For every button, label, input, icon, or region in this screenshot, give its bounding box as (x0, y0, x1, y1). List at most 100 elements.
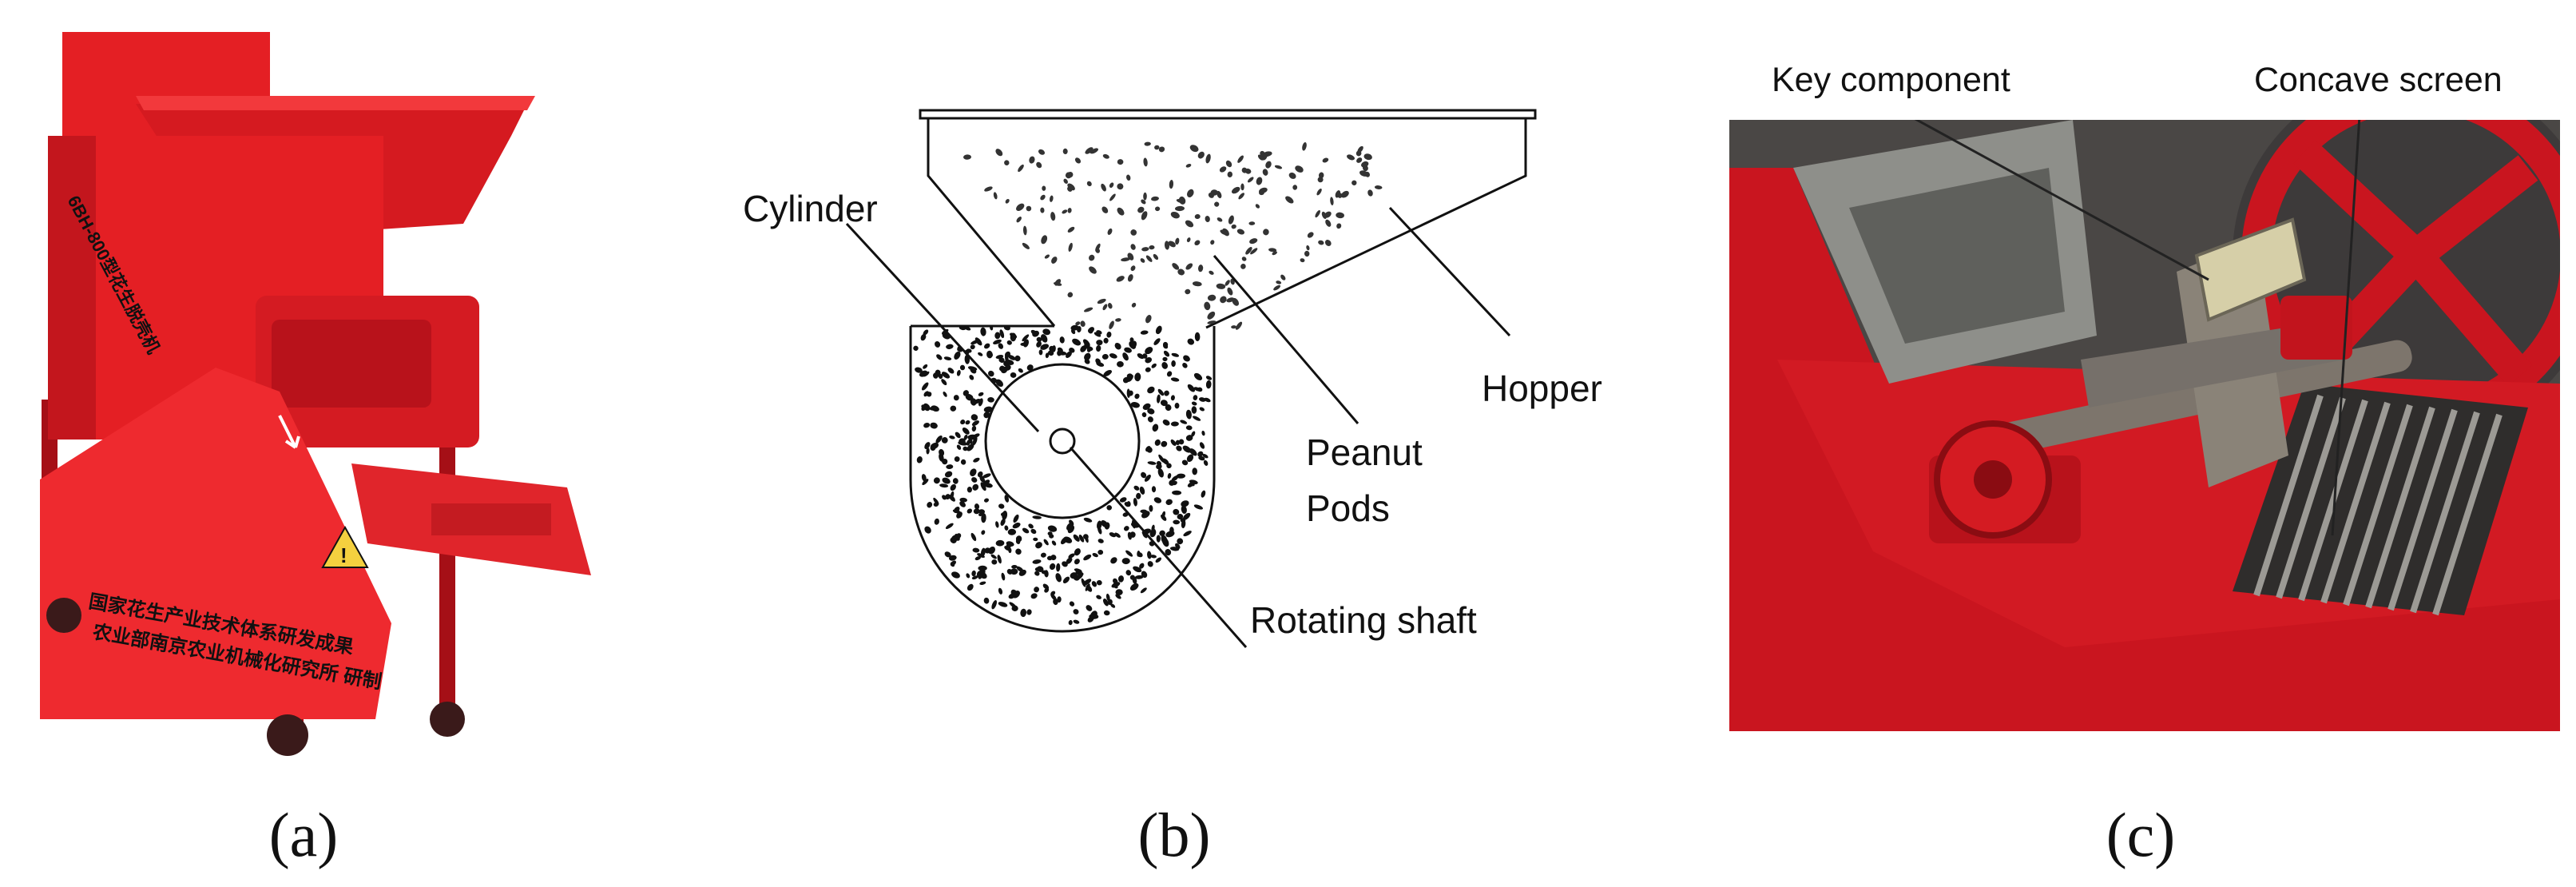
peanut-pod (988, 370, 994, 377)
machine-belt-guard (40, 368, 391, 719)
peanut-pod (999, 329, 1005, 339)
peanut-pod (960, 420, 966, 425)
peanut-pod (1256, 177, 1263, 185)
peanut-pod (963, 434, 968, 440)
peanut-pod (1175, 440, 1181, 445)
peanut-pod (1116, 276, 1125, 282)
peanut-pod (913, 345, 919, 352)
peanut-pod (1189, 448, 1194, 454)
peanut-pod (982, 473, 991, 479)
peanut-pod (1245, 247, 1252, 255)
leader-concave-screen (2331, 103, 2362, 536)
peanut-pod (1165, 499, 1173, 505)
peanut-pod (1067, 292, 1074, 298)
peanut-pod (1150, 555, 1157, 559)
peanut-pod (1182, 362, 1188, 368)
peanut-pod (1189, 482, 1195, 487)
peanut-pod (1171, 352, 1180, 357)
peanut-pod (1070, 324, 1079, 331)
peanut-pod (1145, 347, 1153, 355)
peanut-pod (1140, 587, 1147, 594)
peanut-pod (1089, 266, 1097, 274)
peanut-pod (1149, 528, 1157, 538)
peanut-pod (1255, 204, 1260, 209)
peanut-pod (1145, 357, 1153, 364)
peanut-pod (1062, 148, 1068, 154)
peanut-pod (1249, 238, 1258, 245)
peanut-pod (1103, 370, 1112, 376)
peanut-pod (1199, 407, 1205, 412)
peanut-pod (1280, 274, 1286, 280)
peanut-pod (1367, 189, 1373, 197)
peanut-pod (966, 444, 974, 451)
trough-outline (909, 324, 1216, 633)
peanut-pod (1154, 439, 1161, 446)
peanut-pod (1225, 160, 1232, 168)
peanut-pod (1072, 338, 1082, 346)
peanut-pod (1016, 566, 1024, 572)
peanut-pod (1181, 519, 1186, 529)
peanut-pod (1205, 216, 1210, 222)
peanut-pod (1067, 183, 1075, 191)
peanut-pod (1122, 376, 1129, 384)
peanut-pod (1300, 258, 1305, 263)
peanut-pod (1274, 165, 1283, 169)
peanut-pod (1096, 595, 1101, 599)
peanut-pod (1168, 241, 1176, 248)
peanut-pod (1029, 156, 1035, 164)
peanut-pod (963, 154, 971, 160)
peanut-pod (1073, 534, 1080, 542)
peanut-pod (981, 513, 986, 523)
peanut-pod (1181, 500, 1189, 507)
peanut-pod (1007, 354, 1016, 360)
peanut-pod (998, 602, 1008, 607)
peanut-pod (1346, 154, 1355, 161)
peanut-pod (952, 509, 961, 514)
peanut-pod (1020, 608, 1027, 618)
label-concave-screen: Concave screen (2254, 61, 2503, 99)
peanut-pod (1262, 169, 1268, 176)
peanut-pod (1123, 526, 1129, 531)
peanut-pod (1088, 327, 1095, 333)
peanut-pod (970, 468, 977, 477)
peanut-pod (951, 571, 960, 579)
peanut-pod (980, 327, 986, 336)
peanut-pod (1044, 254, 1050, 259)
peanut-pod (1288, 172, 1296, 179)
peanut-pod (1191, 401, 1197, 406)
peanut-pod (1356, 157, 1363, 163)
peanut-pod (1231, 325, 1237, 329)
peanut-pod (1325, 219, 1332, 227)
peanut-pod (1069, 348, 1075, 353)
peanut-pod (966, 573, 970, 579)
key-component-photo (1729, 72, 2576, 731)
machine-hopper-lip (136, 96, 535, 110)
bearing-center (1974, 460, 2012, 499)
peanut-pod (978, 398, 983, 407)
machine-wheel (267, 714, 308, 756)
peanut-pod (1036, 341, 1042, 348)
peanut-pod (1189, 145, 1199, 153)
peanut-pod (966, 348, 972, 353)
peanut-pod (949, 436, 955, 440)
leader-peanut-pods (1213, 255, 1359, 424)
peanut-pod (1156, 535, 1161, 543)
peanut-pod (1115, 318, 1121, 322)
peanut-pod (1057, 349, 1062, 356)
peanut-pod (1170, 439, 1177, 446)
peanut-pod (1130, 244, 1136, 250)
peanut-pod (1363, 153, 1372, 161)
peanut-pod (1137, 551, 1141, 557)
peanut-pod (1285, 196, 1294, 204)
peanut-pod (1040, 552, 1046, 558)
peanut-pod (1097, 539, 1104, 543)
peanut-pod (1209, 270, 1214, 275)
peanut-pod (1056, 563, 1061, 572)
peanut-pod (966, 487, 972, 493)
screen-bar (2298, 399, 2368, 602)
peanut-pod (1125, 570, 1132, 576)
peanut-pod (927, 501, 933, 508)
peanut-pod (1011, 564, 1018, 569)
peanut-pod (1240, 264, 1246, 269)
peanut-pod (1155, 557, 1162, 563)
